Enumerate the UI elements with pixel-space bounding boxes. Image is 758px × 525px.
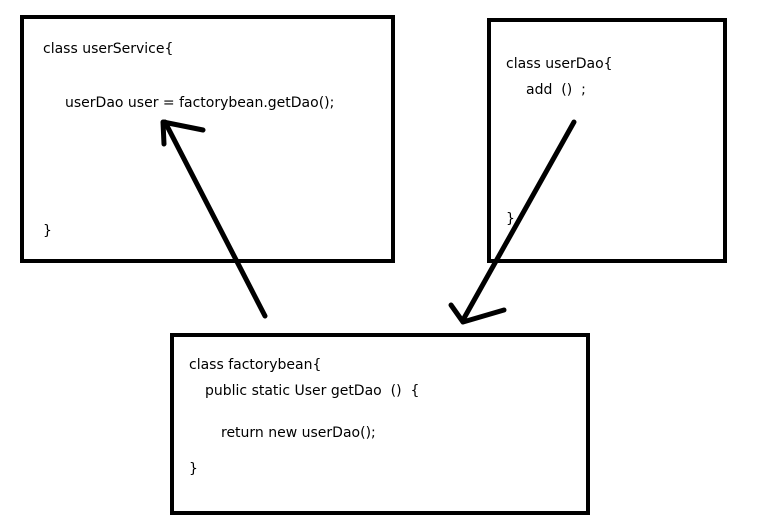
factory-bean-class-header: class factorybean{ [189, 357, 322, 373]
factory-bean-closing-brace: } [189, 461, 198, 477]
user-service-box: class userService{ userDao user = factor… [20, 15, 395, 263]
user-service-class-header: class userService{ [43, 41, 174, 57]
user-dao-box: class userDao{ add () ; } [487, 18, 727, 263]
user-dao-closing-brace: } [506, 211, 515, 227]
user-service-closing-brace: } [43, 223, 52, 239]
factory-bean-method-signature: public static User getDao () { [205, 383, 420, 399]
factory-bean-box: class factorybean{ public static User ge… [170, 333, 590, 515]
user-service-field-line: userDao user = factorybean.getDao(); [65, 95, 335, 111]
user-dao-method-line: add () ; [526, 82, 586, 98]
user-dao-class-header: class userDao{ [506, 56, 613, 72]
factory-bean-return-line: return new userDao(); [221, 425, 376, 441]
